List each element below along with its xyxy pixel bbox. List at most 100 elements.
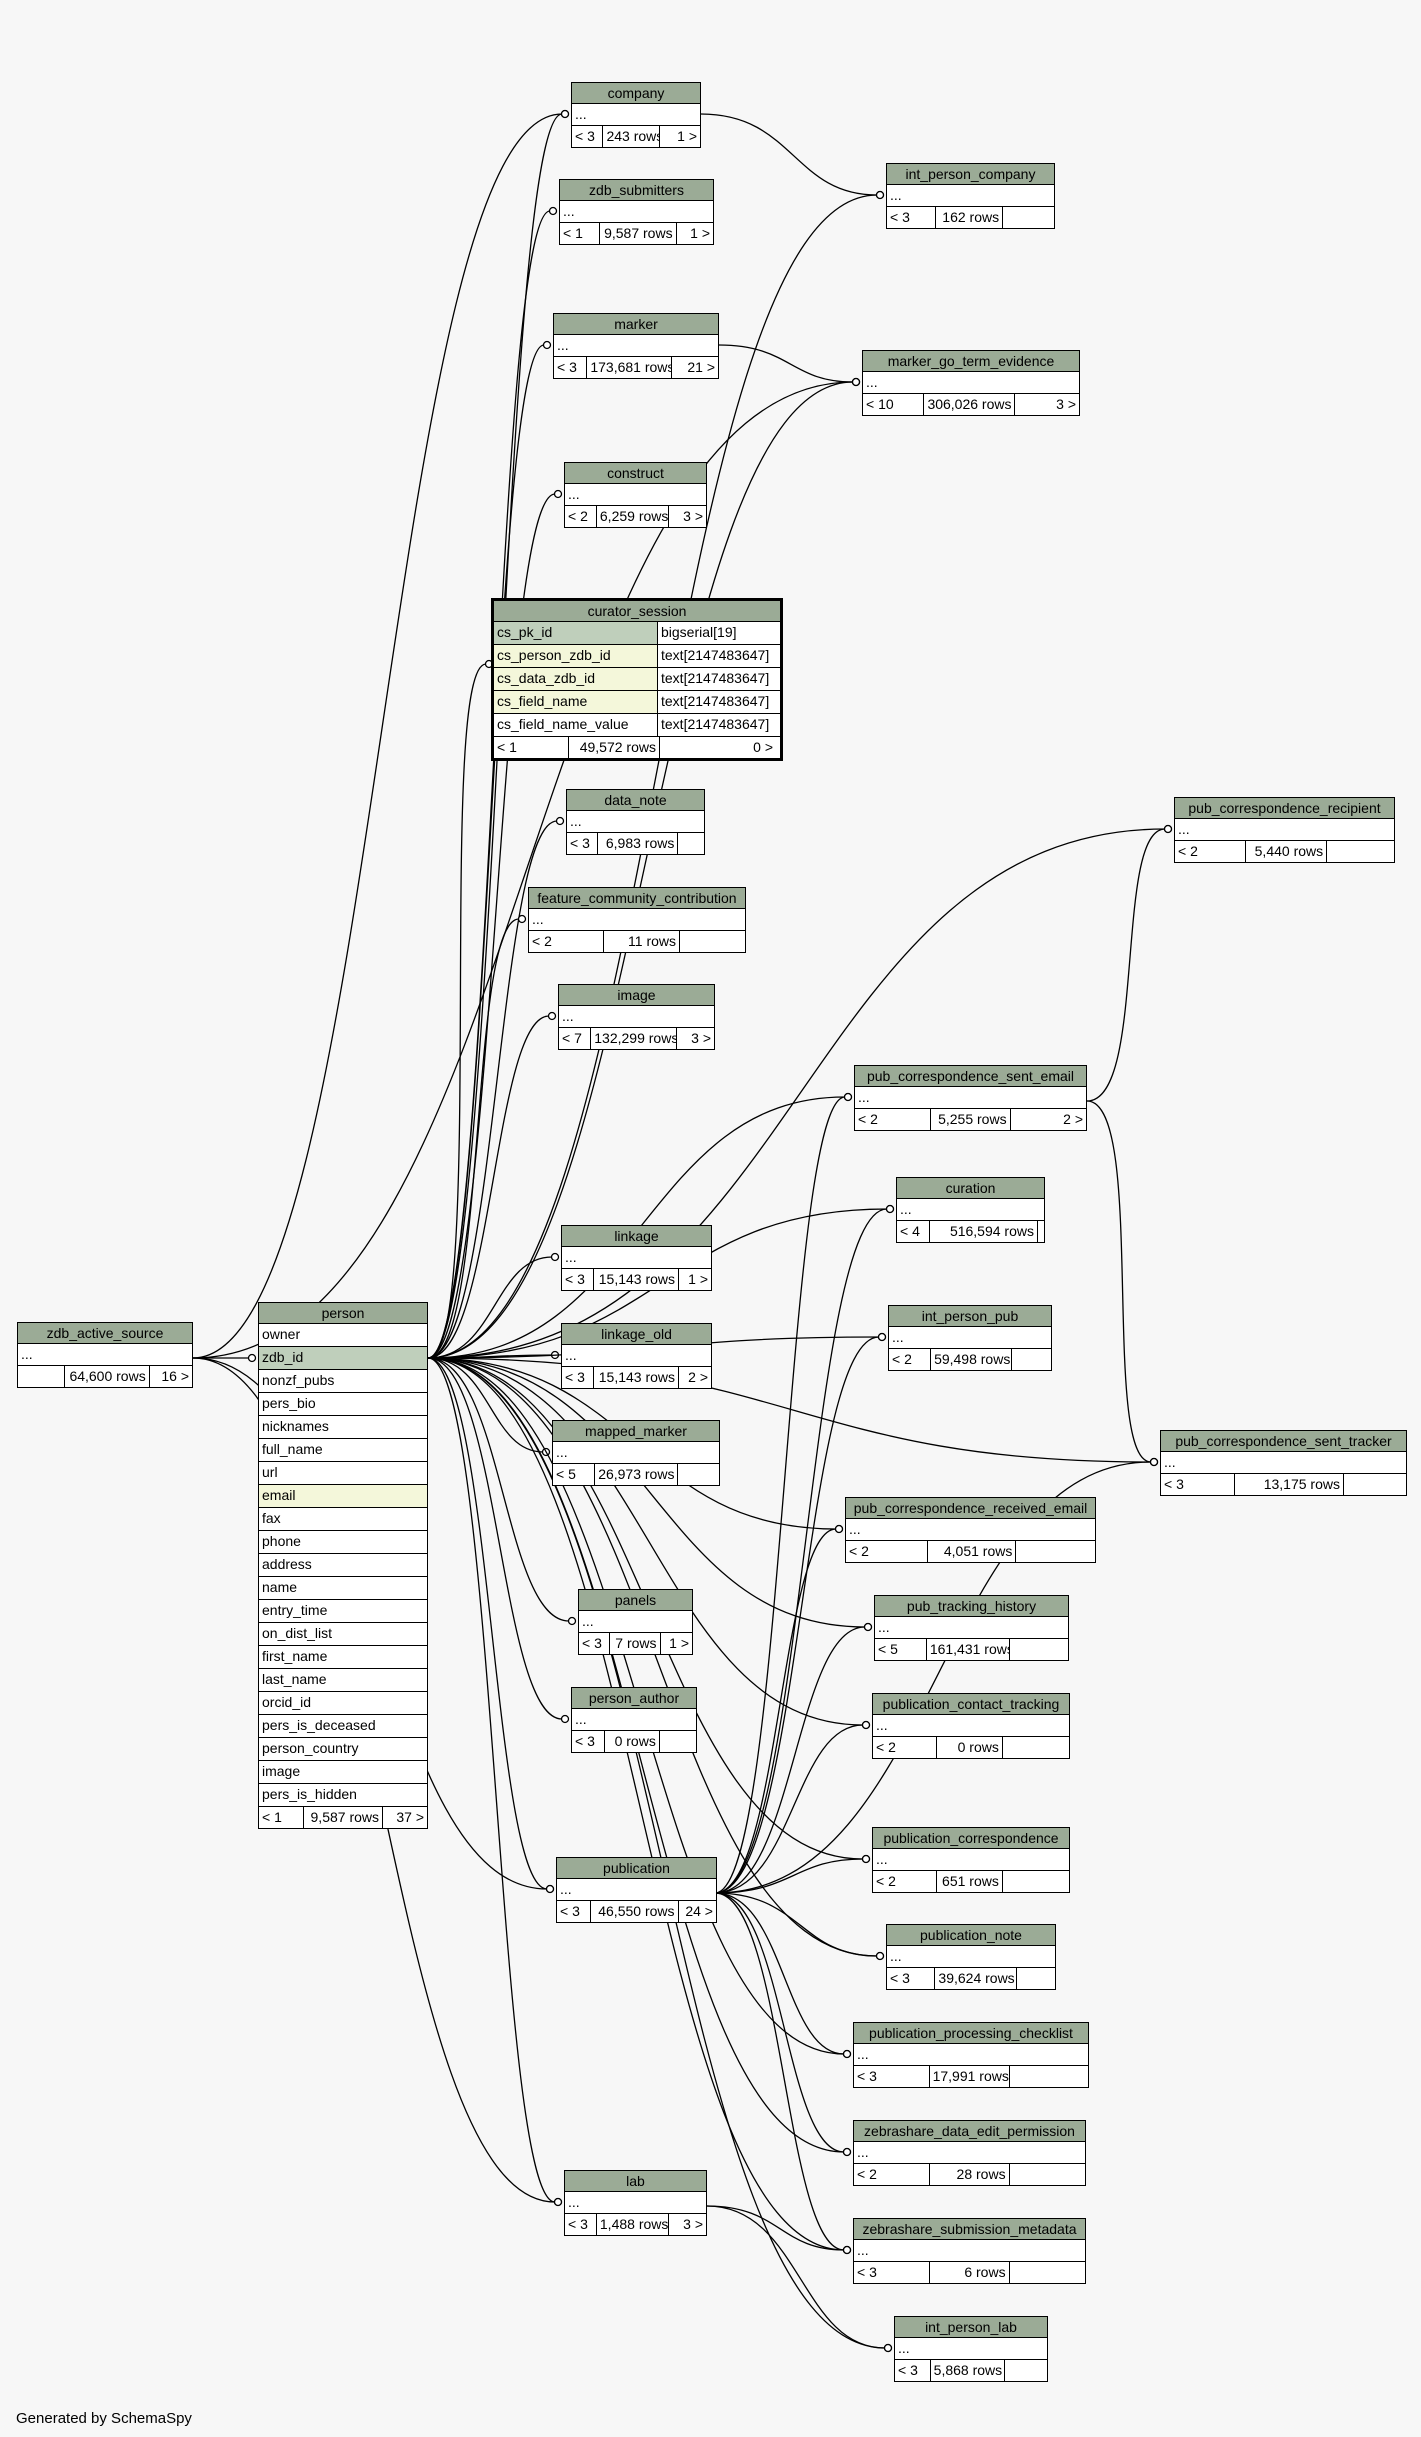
child-count[interactable] [1010,2164,1085,2185]
child-count[interactable]: 24 > [685,1903,713,1919]
table-title[interactable]: zdb_submitters [560,180,713,201]
table-title[interactable]: construct [565,463,706,484]
parent-count[interactable]: < 3 [572,1731,605,1752]
parent-count[interactable]: < 3 [854,2262,930,2283]
parent-count[interactable]: < 5 [875,1639,927,1660]
child-count[interactable] [678,1464,719,1485]
parent-count[interactable]: < 3 [1161,1474,1236,1495]
table-title[interactable]: person_author [572,1688,696,1709]
parent-count[interactable]: < 3 [554,357,588,378]
parent-count[interactable]: < 3 [557,1901,592,1922]
table-title[interactable]: linkage [562,1226,711,1247]
table-title[interactable]: publication_correspondence [873,1828,1069,1849]
child-count[interactable] [1010,1639,1068,1660]
child-count[interactable] [1003,207,1054,228]
column-nonzf-pubs[interactable]: nonzf_pubs [259,1370,427,1393]
table-title[interactable]: linkage_old [562,1324,711,1345]
column-pers-is-hidden[interactable]: pers_is_hidden [259,1784,427,1807]
child-count[interactable] [1038,1221,1044,1242]
column-email[interactable]: email [259,1485,427,1508]
column-full-name[interactable]: full_name [259,1439,427,1462]
child-count[interactable]: 3 > [683,2216,703,2232]
child-count[interactable]: 21 > [687,359,715,375]
column-first-name[interactable]: first_name [259,1646,427,1669]
parent-count[interactable]: < 2 [855,1109,931,1130]
table-title[interactable]: marker [554,314,718,335]
child-count[interactable] [1017,1968,1055,1989]
child-count[interactable] [1010,2066,1088,2087]
parent-count[interactable]: < 1 [259,1807,304,1828]
column-owner[interactable]: owner [259,1324,427,1347]
child-count[interactable] [1003,1737,1069,1758]
parent-count[interactable]: < 3 [854,2066,930,2087]
column-orcid-id[interactable]: orcid_id [259,1692,427,1715]
column-person-country[interactable]: person_country [259,1738,427,1761]
table-title[interactable]: marker_go_term_evidence [863,351,1079,372]
parent-count[interactable]: < 3 [567,833,598,854]
table-title[interactable]: mapped_marker [553,1421,719,1442]
child-count[interactable] [1016,1541,1095,1562]
table-title[interactable]: pub_correspondence_received_email [846,1498,1095,1519]
column-nicknames[interactable]: nicknames [259,1416,427,1439]
table-title[interactable]: panels [579,1590,692,1611]
table-title[interactable]: image [559,985,714,1006]
column-image[interactable]: image [259,1761,427,1784]
parent-count[interactable]: < 3 [565,2214,597,2235]
table-title[interactable]: publication_contact_tracking [873,1694,1069,1715]
parent-count[interactable]: < 3 [562,1367,595,1388]
parent-count[interactable]: < 3 [562,1269,595,1290]
table-title[interactable]: int_person_company [887,164,1054,185]
table-title[interactable]: zebrashare_submission_metadata [854,2219,1085,2240]
parent-count[interactable]: < 2 [1175,841,1246,862]
table-title[interactable]: publication_note [887,1925,1055,1946]
child-count[interactable]: 1 > [690,225,710,241]
parent-count[interactable]: < 2 [854,2164,930,2185]
column-entry-time[interactable]: entry_time [259,1600,427,1623]
child-count[interactable]: 16 > [161,1368,189,1384]
column-phone[interactable]: phone [259,1531,427,1554]
table-title[interactable]: lab [565,2171,706,2192]
child-count[interactable] [660,1731,696,1752]
parent-count[interactable]: < 3 [579,1633,610,1654]
parent-count[interactable]: < 2 [873,1871,937,1892]
child-count[interactable]: 3 > [683,508,703,524]
table-title[interactable]: publication [557,1858,716,1879]
child-count[interactable]: 1 > [677,128,697,144]
table-title[interactable]: int_person_lab [895,2317,1047,2338]
child-count[interactable]: 3 > [691,1030,712,1046]
table-title[interactable]: int_person_pub [889,1306,1051,1327]
child-count[interactable] [1005,2360,1047,2381]
child-count[interactable] [1003,1871,1069,1892]
column-last-name[interactable]: last_name [259,1669,427,1692]
parent-count[interactable]: < 2 [529,931,605,952]
column-address[interactable]: address [259,1554,427,1577]
parent-count[interactable]: < 3 [572,126,604,147]
column-url[interactable]: url [259,1462,427,1485]
table-title[interactable]: pub_tracking_history [875,1596,1068,1617]
parent-count[interactable]: < 3 [887,1968,936,1989]
parent-count[interactable]: < 2 [889,1349,932,1370]
